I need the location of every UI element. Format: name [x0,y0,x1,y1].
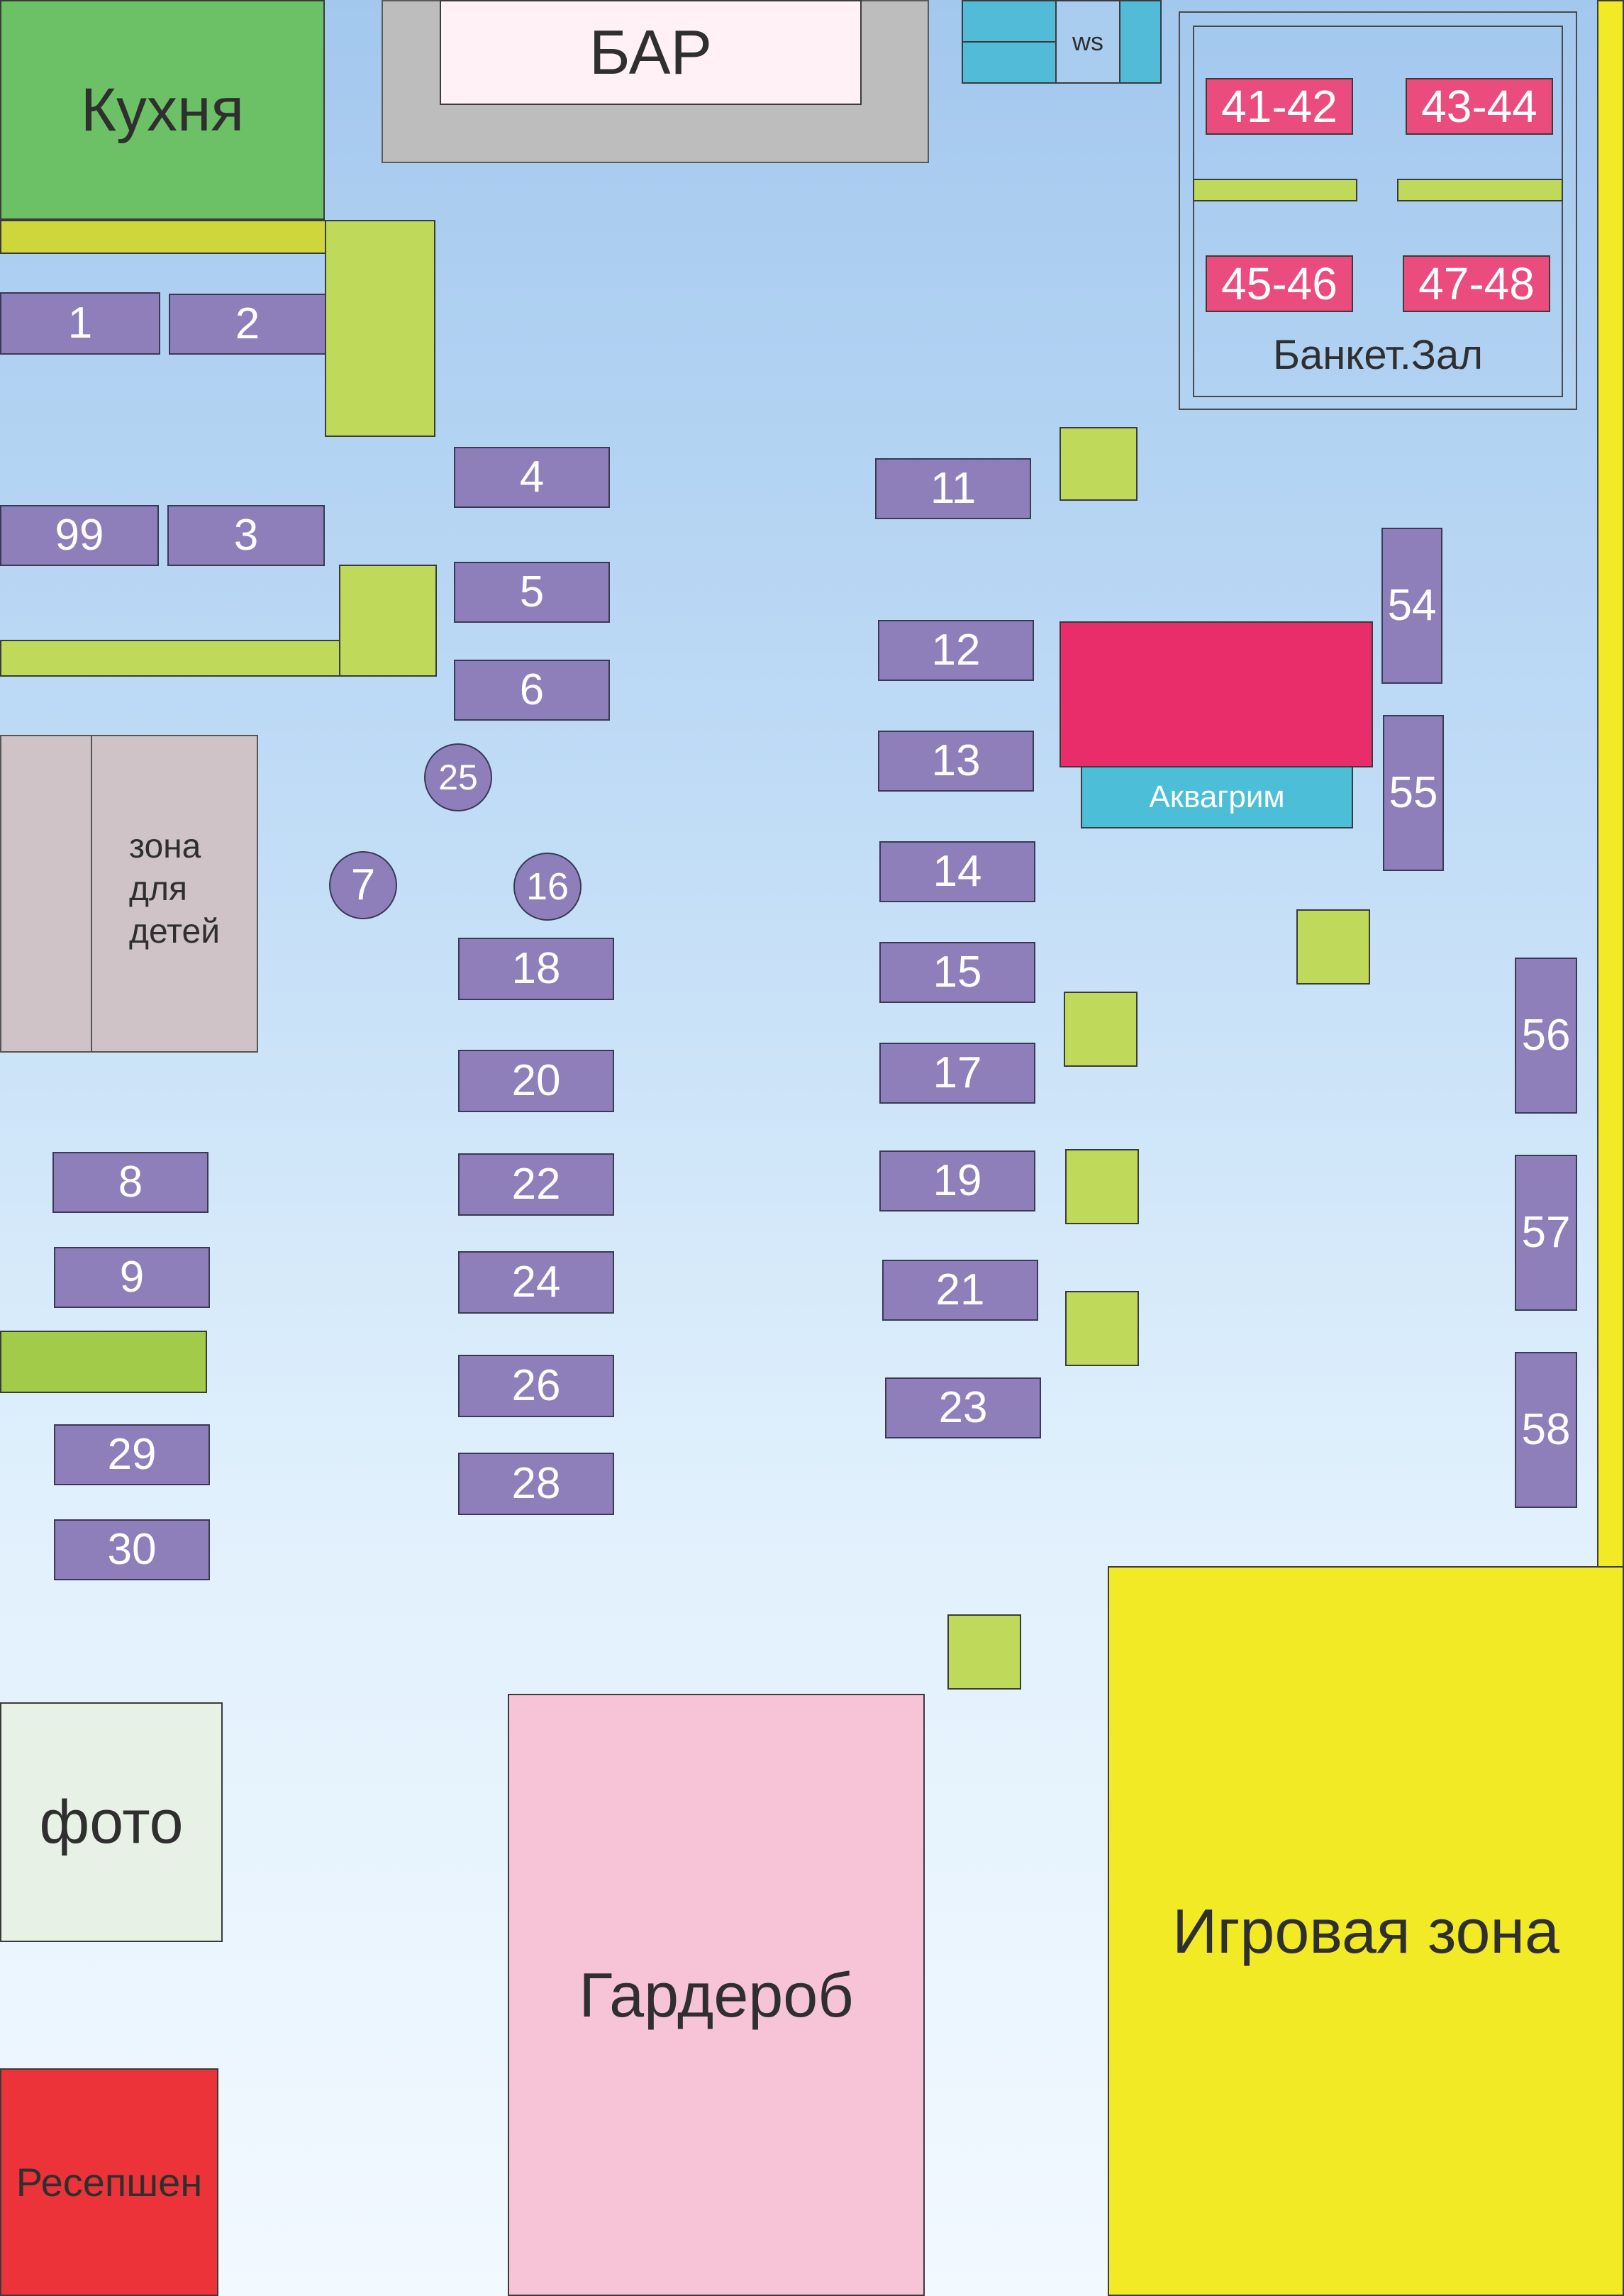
banquet-table-45-46[interactable]: 45-46 [1206,255,1353,312]
table-30[interactable]: 30 [54,1519,210,1580]
photo-zone[interactable]: фото [0,1702,223,1942]
table-55[interactable]: 55 [1383,715,1444,871]
kids-zone-strip [0,735,92,1053]
table-7[interactable]: 7 [329,851,397,919]
table-29[interactable]: 29 [54,1424,210,1485]
banquet-hall[interactable] [1193,26,1563,397]
table-1[interactable]: 1 [0,292,160,355]
reception-zone[interactable]: Ресепшен [0,2068,218,2296]
table-3[interactable]: 3 [167,505,325,566]
table-28[interactable]: 28 [458,1453,614,1515]
table-24[interactable]: 24 [458,1251,614,1314]
green-block [1296,909,1370,985]
table-15[interactable]: 15 [879,942,1035,1003]
ws-cell-2 [962,41,1057,84]
ws-cell-3 [1119,0,1162,84]
table-58[interactable]: 58 [1515,1352,1577,1508]
table-16[interactable]: 16 [513,853,582,921]
table-17[interactable]: 17 [879,1043,1035,1104]
table-57[interactable]: 57 [1515,1155,1577,1311]
play-zone[interactable]: Игровая зона [1108,1566,1624,2296]
table-2[interactable]: 2 [169,294,326,355]
banquet-table-label: 43-44 [1421,81,1537,132]
green-bench-left [0,640,340,677]
kitchen-zone[interactable]: Кухня [0,0,325,220]
photo-label: фото [39,1787,184,1856]
banquet-table-label: 47-48 [1418,258,1535,309]
table-14[interactable]: 14 [879,841,1035,902]
table-99[interactable]: 99 [0,505,159,566]
face-painting-label: Аквагрим [1149,780,1285,814]
green-block [1064,992,1138,1067]
green-block [1065,1149,1139,1224]
table-20[interactable]: 20 [458,1050,614,1112]
banquet-table-label: 45-46 [1221,258,1337,309]
kitchen-counter [0,220,326,254]
green-block [1065,1291,1139,1366]
table-8[interactable]: 8 [52,1152,208,1213]
table-19[interactable]: 19 [879,1150,1035,1211]
banquet-table-43-44[interactable]: 43-44 [1406,78,1553,135]
banquet-table-47-48[interactable]: 47-48 [1403,255,1550,312]
table-9[interactable]: 9 [54,1247,210,1308]
play-zone-label: Игровая зона [1172,1895,1559,1966]
ws-zone[interactable]: ws [1055,0,1120,84]
banquet-hall-outer [1179,11,1577,410]
table-12[interactable]: 12 [878,620,1034,681]
right-wall-strip [1597,0,1624,1568]
table-13[interactable]: 13 [878,731,1034,792]
reception-label: Ресепшен [16,2160,203,2205]
table-22[interactable]: 22 [458,1153,614,1216]
table-11[interactable]: 11 [875,458,1031,519]
green-bench-lower-left [0,1331,207,1393]
table-18[interactable]: 18 [458,938,614,1000]
bar-label: БАР [589,17,713,87]
banquet-table-41-42[interactable]: 41-42 [1206,78,1353,135]
stage-area[interactable] [1060,621,1373,767]
kitchen-label: Кухня [80,75,245,144]
wardrobe-label: Гардероб [579,1959,854,2030]
green-block [947,1614,1021,1690]
banquet-bench-left [1193,179,1357,201]
bar-counter[interactable]: БАР [440,0,862,105]
green-block-partition-top [325,220,435,437]
ws-label: ws [1072,27,1103,56]
wardrobe-zone[interactable]: Гардероб [508,1694,925,2296]
banquet-table-label: 41-42 [1221,81,1337,132]
banquet-hall-label: Банкет.Зал [1272,331,1484,378]
table-54[interactable]: 54 [1381,528,1442,684]
table-23[interactable]: 23 [885,1377,1041,1438]
green-block [1060,427,1138,501]
table-5[interactable]: 5 [454,562,610,623]
table-4[interactable]: 4 [454,447,610,508]
ws-cell-1 [962,0,1057,43]
table-6[interactable]: 6 [454,660,610,721]
banquet-bench-right [1397,179,1563,201]
green-block-partition-mid [339,565,437,677]
table-21[interactable]: 21 [882,1260,1038,1321]
table-26[interactable]: 26 [458,1355,614,1417]
table-25[interactable]: 25 [424,743,492,811]
table-56[interactable]: 56 [1515,958,1577,1114]
kids-zone[interactable] [91,735,258,1053]
kids-zone-label: зона для детей [129,828,221,950]
face-painting-zone[interactable]: Аквагрим [1081,766,1353,828]
